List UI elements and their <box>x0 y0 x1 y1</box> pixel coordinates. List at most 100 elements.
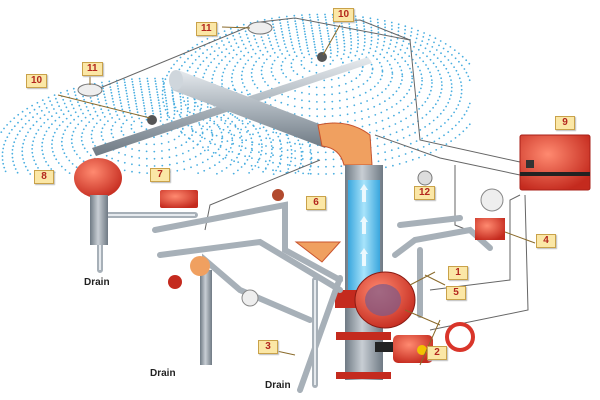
spray-droplet <box>335 38 338 41</box>
spray-droplet <box>292 70 295 72</box>
spray-droplet <box>231 139 234 142</box>
spray-droplet <box>310 152 313 155</box>
spray-droplet <box>254 52 257 55</box>
spray-droplet <box>323 93 326 96</box>
spray-droplet <box>219 36 222 39</box>
spray-droplet <box>26 107 29 110</box>
spray-droplet <box>329 46 332 49</box>
spray-droplet <box>87 109 90 112</box>
spray-droplet <box>286 50 289 52</box>
spray-droplet <box>206 37 209 40</box>
spray-droplet <box>363 41 366 44</box>
spray-droplet <box>80 120 83 122</box>
spray-droplet <box>210 61 213 64</box>
spray-droplet <box>255 42 258 44</box>
spray-droplet <box>215 43 218 45</box>
spray-droplet <box>309 149 312 151</box>
spray-droplet <box>246 89 248 92</box>
spray-droplet <box>270 67 273 69</box>
spray-droplet <box>286 134 289 137</box>
spray-droplet <box>275 131 278 134</box>
spray-droplet <box>364 91 367 94</box>
spray-droplet <box>161 97 164 100</box>
spray-droplet <box>47 118 49 121</box>
spray-droplet <box>190 54 193 57</box>
spray-droplet <box>360 102 362 105</box>
spray-droplet <box>349 34 352 37</box>
spray-droplet <box>272 131 275 134</box>
spray-droplet <box>235 42 238 45</box>
spray-droplet <box>9 120 12 123</box>
spray-droplet <box>287 95 290 98</box>
spray-droplet <box>219 144 222 147</box>
spray-droplet <box>61 144 63 147</box>
spray-droplet <box>202 60 205 63</box>
spray-droplet <box>178 135 180 138</box>
spray-droplet <box>250 164 253 167</box>
spray-droplet <box>67 93 70 95</box>
spray-droplet <box>41 99 44 101</box>
spray-droplet <box>42 153 44 156</box>
spray-droplet <box>409 34 412 37</box>
spray-droplet <box>357 36 359 38</box>
spray-droplet <box>150 99 152 101</box>
spray-droplet <box>141 94 144 96</box>
spray-droplet <box>213 50 216 52</box>
spray-droplet <box>166 114 169 117</box>
spray-droplet <box>444 55 446 58</box>
spray-droplet <box>426 43 429 45</box>
spray-droplet <box>447 131 450 134</box>
spray-droplet <box>176 110 179 113</box>
spray-droplet <box>140 88 143 91</box>
spray-droplet <box>145 150 148 153</box>
spray-droplet <box>350 47 352 50</box>
spray-droplet <box>111 125 114 127</box>
spray-droplet <box>229 112 232 115</box>
spray-droplet <box>172 98 175 101</box>
spray-droplet <box>373 105 376 108</box>
spray-droplet <box>221 79 223 81</box>
spray-droplet <box>199 140 202 143</box>
spray-droplet <box>397 147 400 150</box>
spray-droplet <box>316 13 319 16</box>
spray-droplet <box>133 94 136 97</box>
spray-droplet <box>403 32 406 35</box>
spray-droplet <box>369 88 372 91</box>
spray-droplet <box>304 33 306 36</box>
spray-droplet <box>225 154 228 157</box>
spray-droplet <box>294 150 296 152</box>
spray-droplet <box>421 40 424 42</box>
spray-droplet <box>289 79 292 81</box>
spray-droplet <box>239 36 242 38</box>
spray-droplet <box>462 130 465 133</box>
spray-droplet <box>50 168 53 170</box>
spray-droplet <box>354 15 357 18</box>
spray-droplet <box>207 149 210 152</box>
spray-droplet <box>70 138 73 141</box>
spray-droplet <box>269 40 271 43</box>
spray-droplet <box>205 68 208 71</box>
spray-droplet <box>370 39 373 42</box>
spray-droplet <box>361 125 364 128</box>
spray-droplet <box>66 125 69 128</box>
spray-droplet <box>41 141 44 144</box>
spray-droplet <box>19 130 21 133</box>
spray-droplet <box>256 87 259 89</box>
spray-droplet <box>369 76 372 78</box>
spray-droplet <box>431 82 433 84</box>
spray-droplet <box>158 102 160 104</box>
spray-droplet <box>293 14 296 17</box>
spray-droplet <box>279 170 282 173</box>
spray-droplet <box>391 25 393 27</box>
spray-droplet <box>158 104 161 107</box>
spray-droplet <box>383 56 386 59</box>
spray-droplet <box>250 147 253 150</box>
spray-droplet <box>291 44 294 47</box>
spray-droplet <box>310 161 313 164</box>
spray-droplet <box>342 53 345 55</box>
spray-droplet <box>433 53 435 56</box>
spray-droplet <box>182 152 184 155</box>
spray-droplet <box>217 148 220 151</box>
spray-droplet <box>421 77 423 79</box>
spray-droplet <box>363 45 366 47</box>
